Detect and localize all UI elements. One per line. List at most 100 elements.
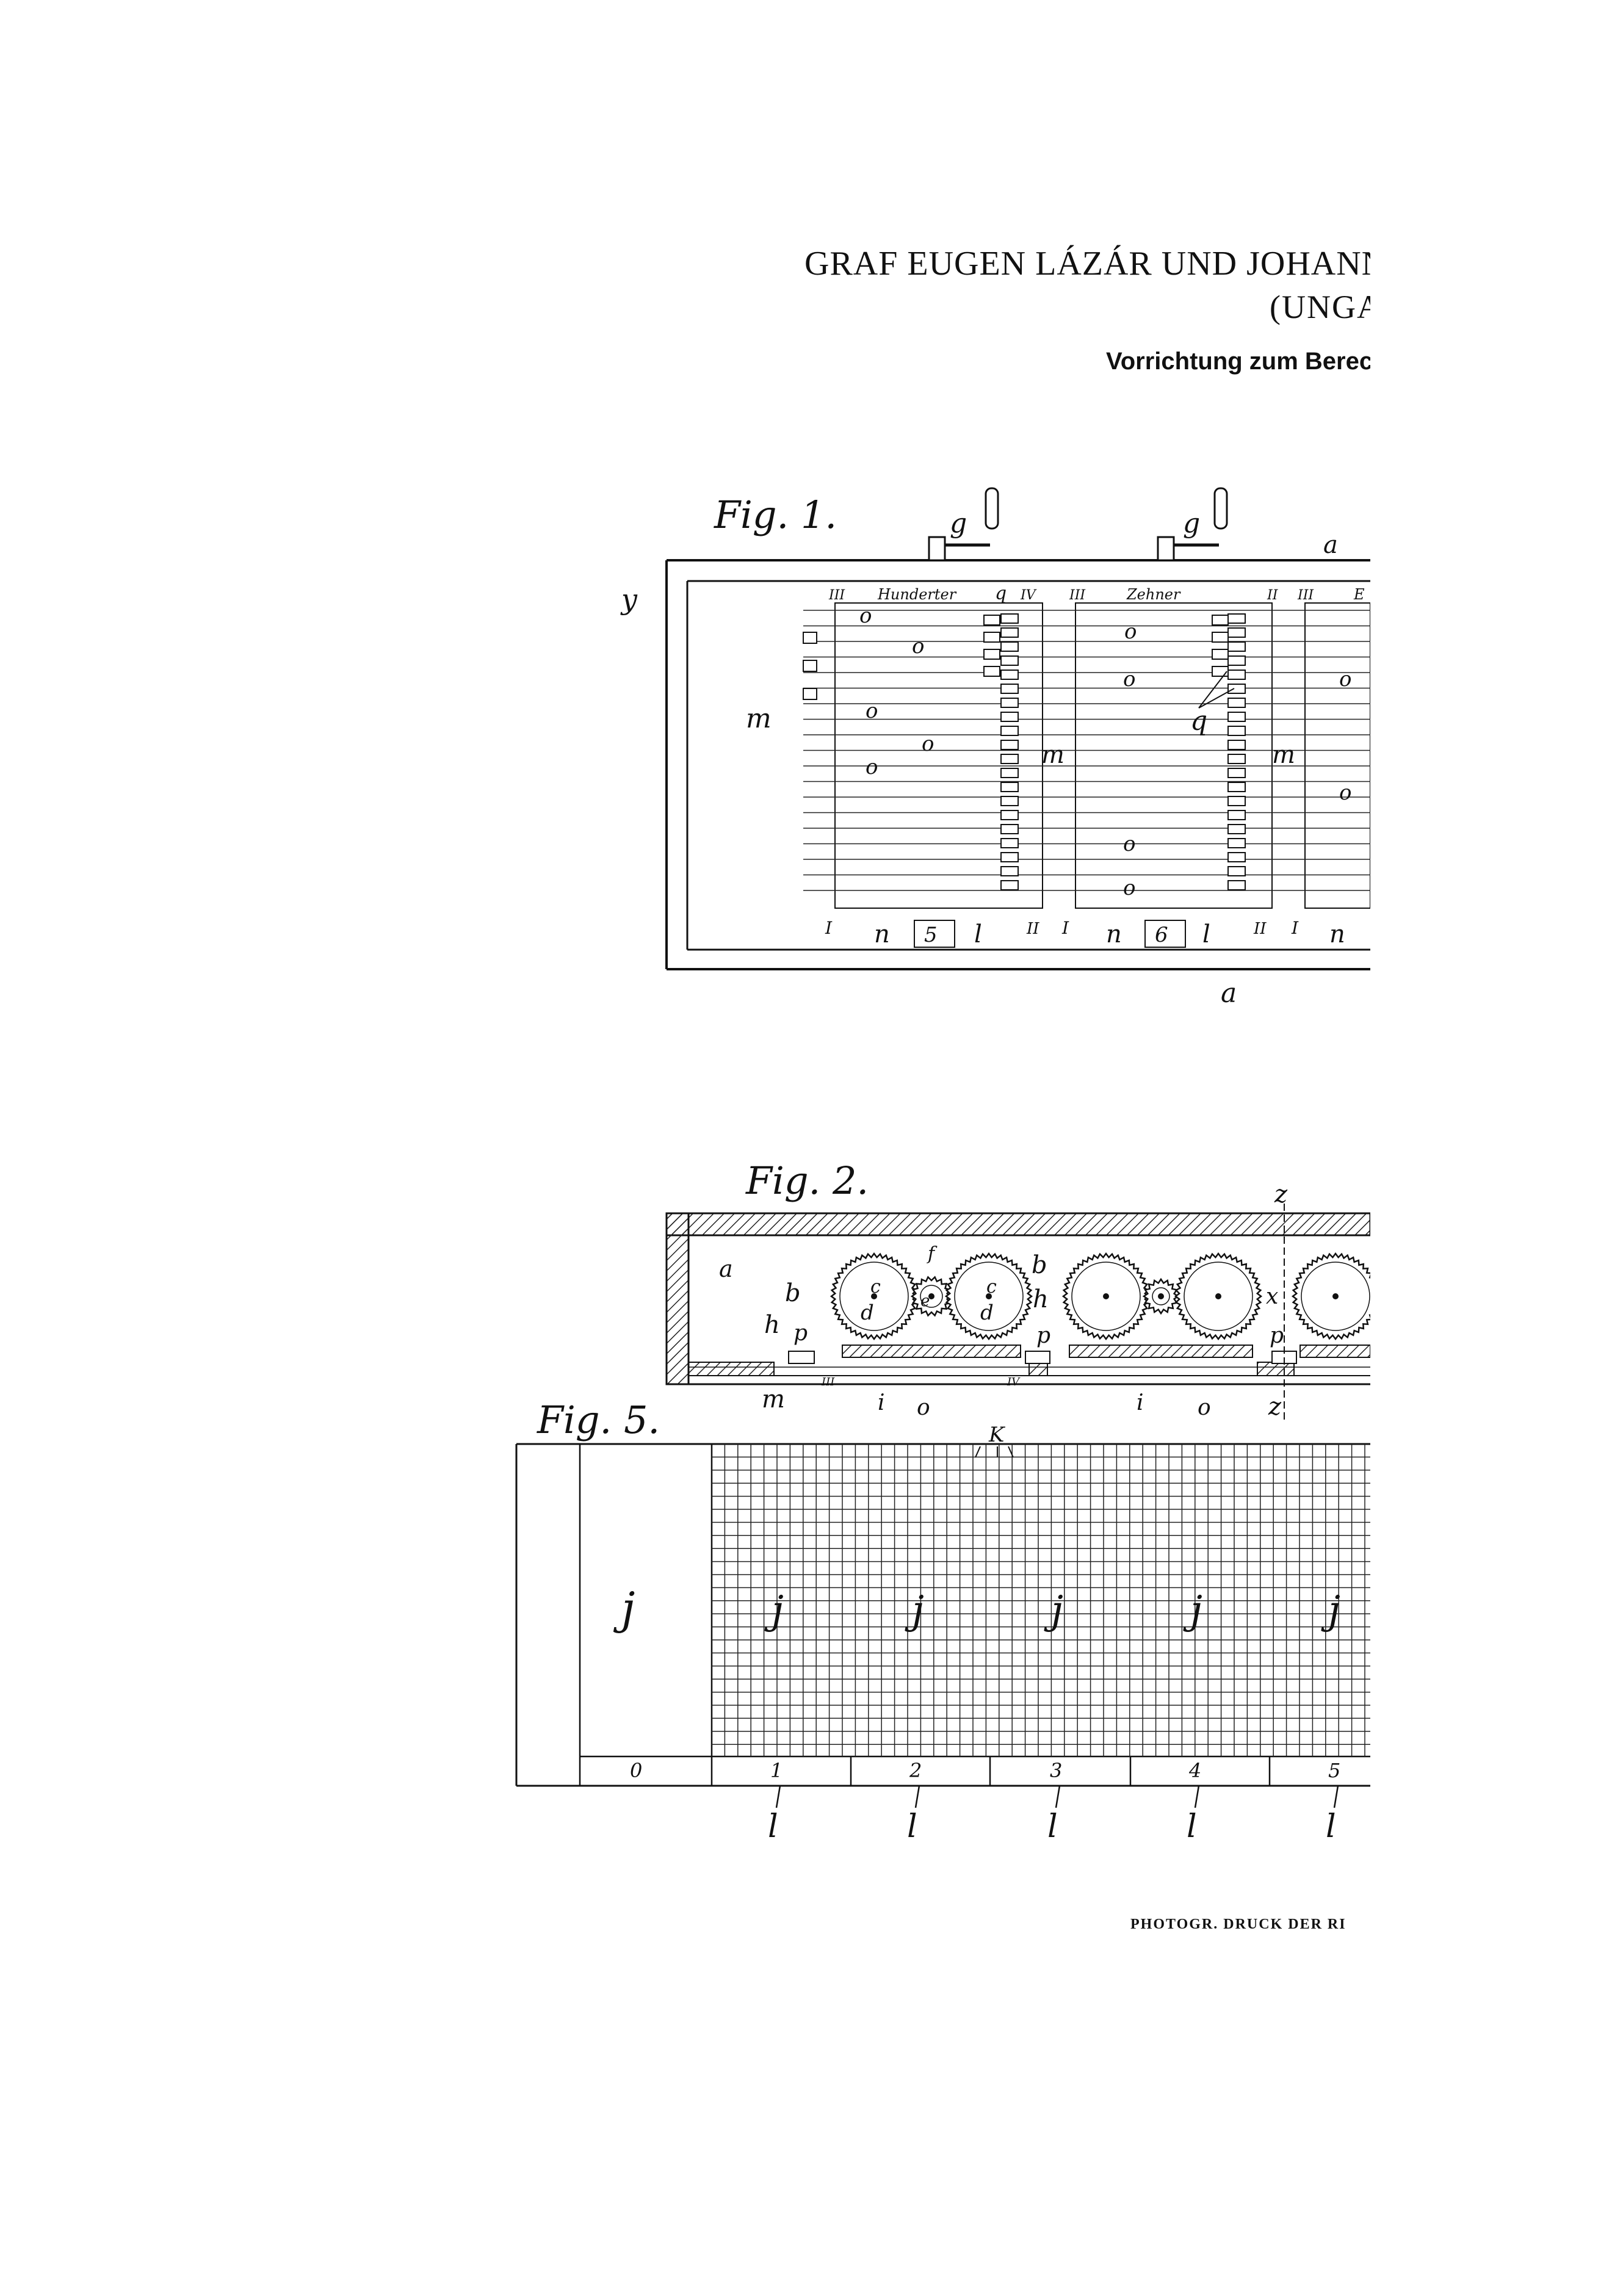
label-n: n [874,920,890,948]
label-c: c [986,1276,997,1298]
rack-tooth [1000,824,1019,834]
patent-page: GRAF EUGEN LÁZÁR UND JOHANN T (UNGARN Vo… [515,245,1370,1932]
label-b: b [785,1279,801,1307]
rack-tooth [1000,810,1019,820]
rack-tooth [1227,641,1246,652]
rack-tooth [1000,726,1019,736]
rack-tooth [1227,712,1246,722]
rack-tooth [1000,670,1019,680]
label-q: q [995,583,1007,604]
column-label: E [1353,586,1365,603]
label-o: o [866,755,878,779]
digit-label: 5 [1328,1759,1340,1782]
rack-tooth [1227,838,1246,848]
column-label: III [1069,588,1086,603]
pawl-block [983,649,1000,660]
label-l: l [974,920,982,948]
pawl-block [983,632,1000,643]
rack-tooth [1227,740,1246,750]
label-o: o [866,699,878,723]
label-roman: I [1061,918,1069,938]
label-l: l [1187,1808,1197,1845]
pawl-block [1212,666,1229,677]
label-o: o [1123,832,1135,856]
footer-print-note: PHOTOGR. DRUCK DER RI [1130,1916,1346,1932]
digit-label: 3 [1050,1759,1062,1782]
pointer-line [1055,1785,1061,1808]
counter-digit: 6 [1155,923,1168,947]
fig1-rack-teeth [983,613,1246,890]
rack-tooth [1000,698,1019,708]
gear-icon [944,1252,1033,1341]
digit-label: 0 [630,1759,642,1782]
rack-tooth [1227,782,1246,792]
inventor-names: GRAF EUGEN LÁZÁR UND JOHANN T [804,245,1370,283]
rack-tooth [1000,712,1019,722]
rack-tooth [1227,852,1246,862]
label-d: d [861,1301,874,1325]
label-e: e [920,1292,930,1310]
rack-tooth [1227,754,1246,764]
label-a: a [719,1255,733,1282]
label-l: l [907,1808,917,1845]
label-p: p [1270,1323,1284,1348]
label-p: p [793,1321,808,1346]
label-p: p [1036,1323,1050,1348]
label-o: o [1339,781,1351,805]
rack-tooth [1000,613,1019,624]
column-label: II [1267,588,1279,603]
fig5-grid [712,1444,1370,1756]
label-n: n [1106,920,1122,948]
label-q: q [1190,706,1207,737]
gear-icon [910,1276,953,1317]
fig5-digit-row [775,1756,1339,1808]
pointer-line [1194,1785,1200,1808]
fig5-title: Fig. 5. [537,1398,660,1442]
label-o: o [1123,876,1135,900]
label-y: y [620,583,638,616]
pawl-block [1212,649,1229,660]
patent-title: Vorrichtung zum Berech [1106,348,1370,375]
digit-label: 2 [909,1759,922,1782]
label-b: b [1032,1251,1047,1279]
patent-drawing: Fig. 1. [515,487,1370,1845]
slide-end [803,632,817,644]
rack-tooth [1000,866,1019,876]
label-o: o [859,604,872,628]
counter-window [1144,920,1186,948]
rack-tooth [1227,796,1246,806]
pawl-block [983,615,1000,626]
label-m: m [762,1385,785,1413]
rack-tooth [1000,782,1019,792]
rack-tooth [1227,613,1246,624]
label-a: a [1221,978,1237,1009]
label-h: h [764,1311,780,1339]
rack-tooth [1000,754,1019,764]
counter-digit: 5 [924,923,938,947]
rack-tooth [1227,866,1246,876]
gear-icon [1291,1252,1370,1341]
digit-label: 1 [770,1759,783,1782]
rack-tooth [1000,655,1019,666]
slide-end [803,688,817,700]
label-m: m [1272,741,1295,769]
rack-tooth [1227,824,1246,834]
label-d: d [980,1301,994,1325]
rack-tooth [1000,627,1019,638]
gear-icon [1061,1252,1151,1341]
crank-handle-icon [928,487,999,561]
rack-tooth [1000,852,1019,862]
label-x: x [1266,1284,1278,1309]
rack-tooth [1000,796,1019,806]
column-label-hunderter: Hunderter [877,586,957,603]
crank-handle-icon [1157,487,1228,561]
fig1-slide-lines [803,610,1370,891]
rack-tooth [1227,726,1246,736]
label-m: m [1041,741,1065,769]
label-roman: I [825,918,833,938]
rack-tooth [1227,655,1246,666]
pointer-line [914,1785,920,1808]
rack-tooth [1227,768,1246,778]
counter-window [914,920,955,948]
label-roman: III [821,1376,835,1388]
